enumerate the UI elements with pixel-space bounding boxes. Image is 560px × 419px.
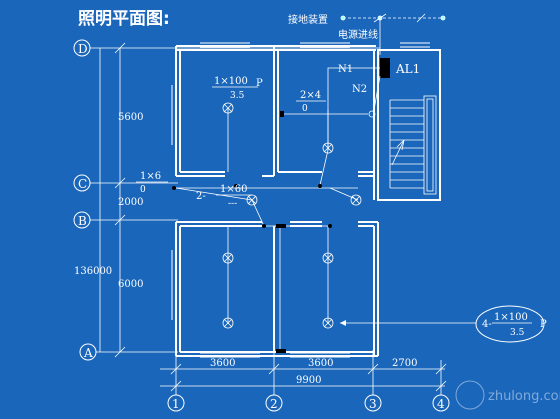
light-fixtures xyxy=(222,102,376,329)
ground-device-symbol xyxy=(340,13,446,55)
label-n2: N2 xyxy=(352,84,367,95)
legend-p: P xyxy=(540,319,547,330)
stairs xyxy=(389,95,437,195)
fixture-top-mid-wall xyxy=(368,110,376,118)
dim-5600: 5600 xyxy=(118,112,143,123)
label-n1: N1 xyxy=(338,64,353,75)
fixture-low-right-1 xyxy=(322,252,334,264)
dim-2700: 2700 xyxy=(392,358,417,369)
plan-title: 照明平面图: xyxy=(78,9,170,29)
label-top-mid-fixture: 2×4 xyxy=(300,90,321,101)
dim-9900: 9900 xyxy=(296,375,321,386)
label-top-left-h: 3.5 xyxy=(230,91,245,101)
label-corridor-count: 2- xyxy=(196,191,206,202)
fixture-low-left-1 xyxy=(222,252,234,264)
svg-text:C: C xyxy=(78,177,87,191)
row-axis-a: A xyxy=(79,343,97,361)
panel-al1-box xyxy=(380,58,390,78)
row-axis-d: D xyxy=(73,39,91,57)
label-top-left-fixture: 1×100 xyxy=(214,76,248,87)
col-axis-3: 3 xyxy=(364,394,382,412)
label-ground-device: 接地装置 xyxy=(288,13,328,26)
label-top-mid-h: 0 xyxy=(302,104,308,114)
legend-fixture: 1×100 xyxy=(494,312,528,323)
svg-text:A: A xyxy=(83,346,93,360)
fixture-top-left xyxy=(222,102,234,114)
svg-text:1: 1 xyxy=(172,397,180,411)
label-power-in: 电源进线 xyxy=(338,28,378,41)
dim-3600-b: 3600 xyxy=(308,358,333,369)
legend-h: 3.5 xyxy=(510,328,525,338)
legend-count: 4- xyxy=(482,319,492,330)
dim-3600-a: 3600 xyxy=(210,358,235,369)
dim-2000: 2000 xyxy=(118,197,143,208)
col-axis-2: 2 xyxy=(265,394,283,412)
fixture-top-mid xyxy=(322,142,334,154)
label-corridor-fixture: 1×60 xyxy=(220,184,247,195)
label-corridor-left-h: 0 xyxy=(140,185,146,195)
dim-6000: 6000 xyxy=(118,279,143,290)
row-axis-b: B xyxy=(73,211,91,229)
col-axis-4: 4 xyxy=(432,394,450,412)
fixture-low-right-2 xyxy=(322,317,334,329)
wiring xyxy=(175,67,381,352)
label-corridor-left-fixture: 1×6 xyxy=(140,171,161,182)
fixture-corridor-2 xyxy=(350,194,362,206)
dim-136000: 136000 xyxy=(74,266,112,277)
svg-text:zhulong.com: zhulong.com xyxy=(488,389,560,404)
fixture-low-left-2 xyxy=(222,317,234,329)
label-top-left-p: P xyxy=(256,78,263,89)
svg-text:2: 2 xyxy=(270,397,278,411)
svg-text:B: B xyxy=(78,214,87,228)
row-axis-c: C xyxy=(73,174,91,192)
fixture-corridor-1 xyxy=(246,194,258,206)
windows xyxy=(171,42,430,358)
svg-text:3: 3 xyxy=(369,397,377,411)
axis-lines xyxy=(90,42,447,395)
svg-text:4: 4 xyxy=(437,397,445,411)
col-axis-1: 1 xyxy=(167,394,185,412)
svg-text:D: D xyxy=(78,42,88,56)
legend-callout: 4- 1×100 3.5 P xyxy=(340,305,547,343)
panel-al1-label: AL1 xyxy=(395,62,420,76)
watermark-logo: zhulong.com xyxy=(455,380,560,410)
switches xyxy=(172,111,332,353)
label-corridor-dash: --- xyxy=(228,199,237,209)
